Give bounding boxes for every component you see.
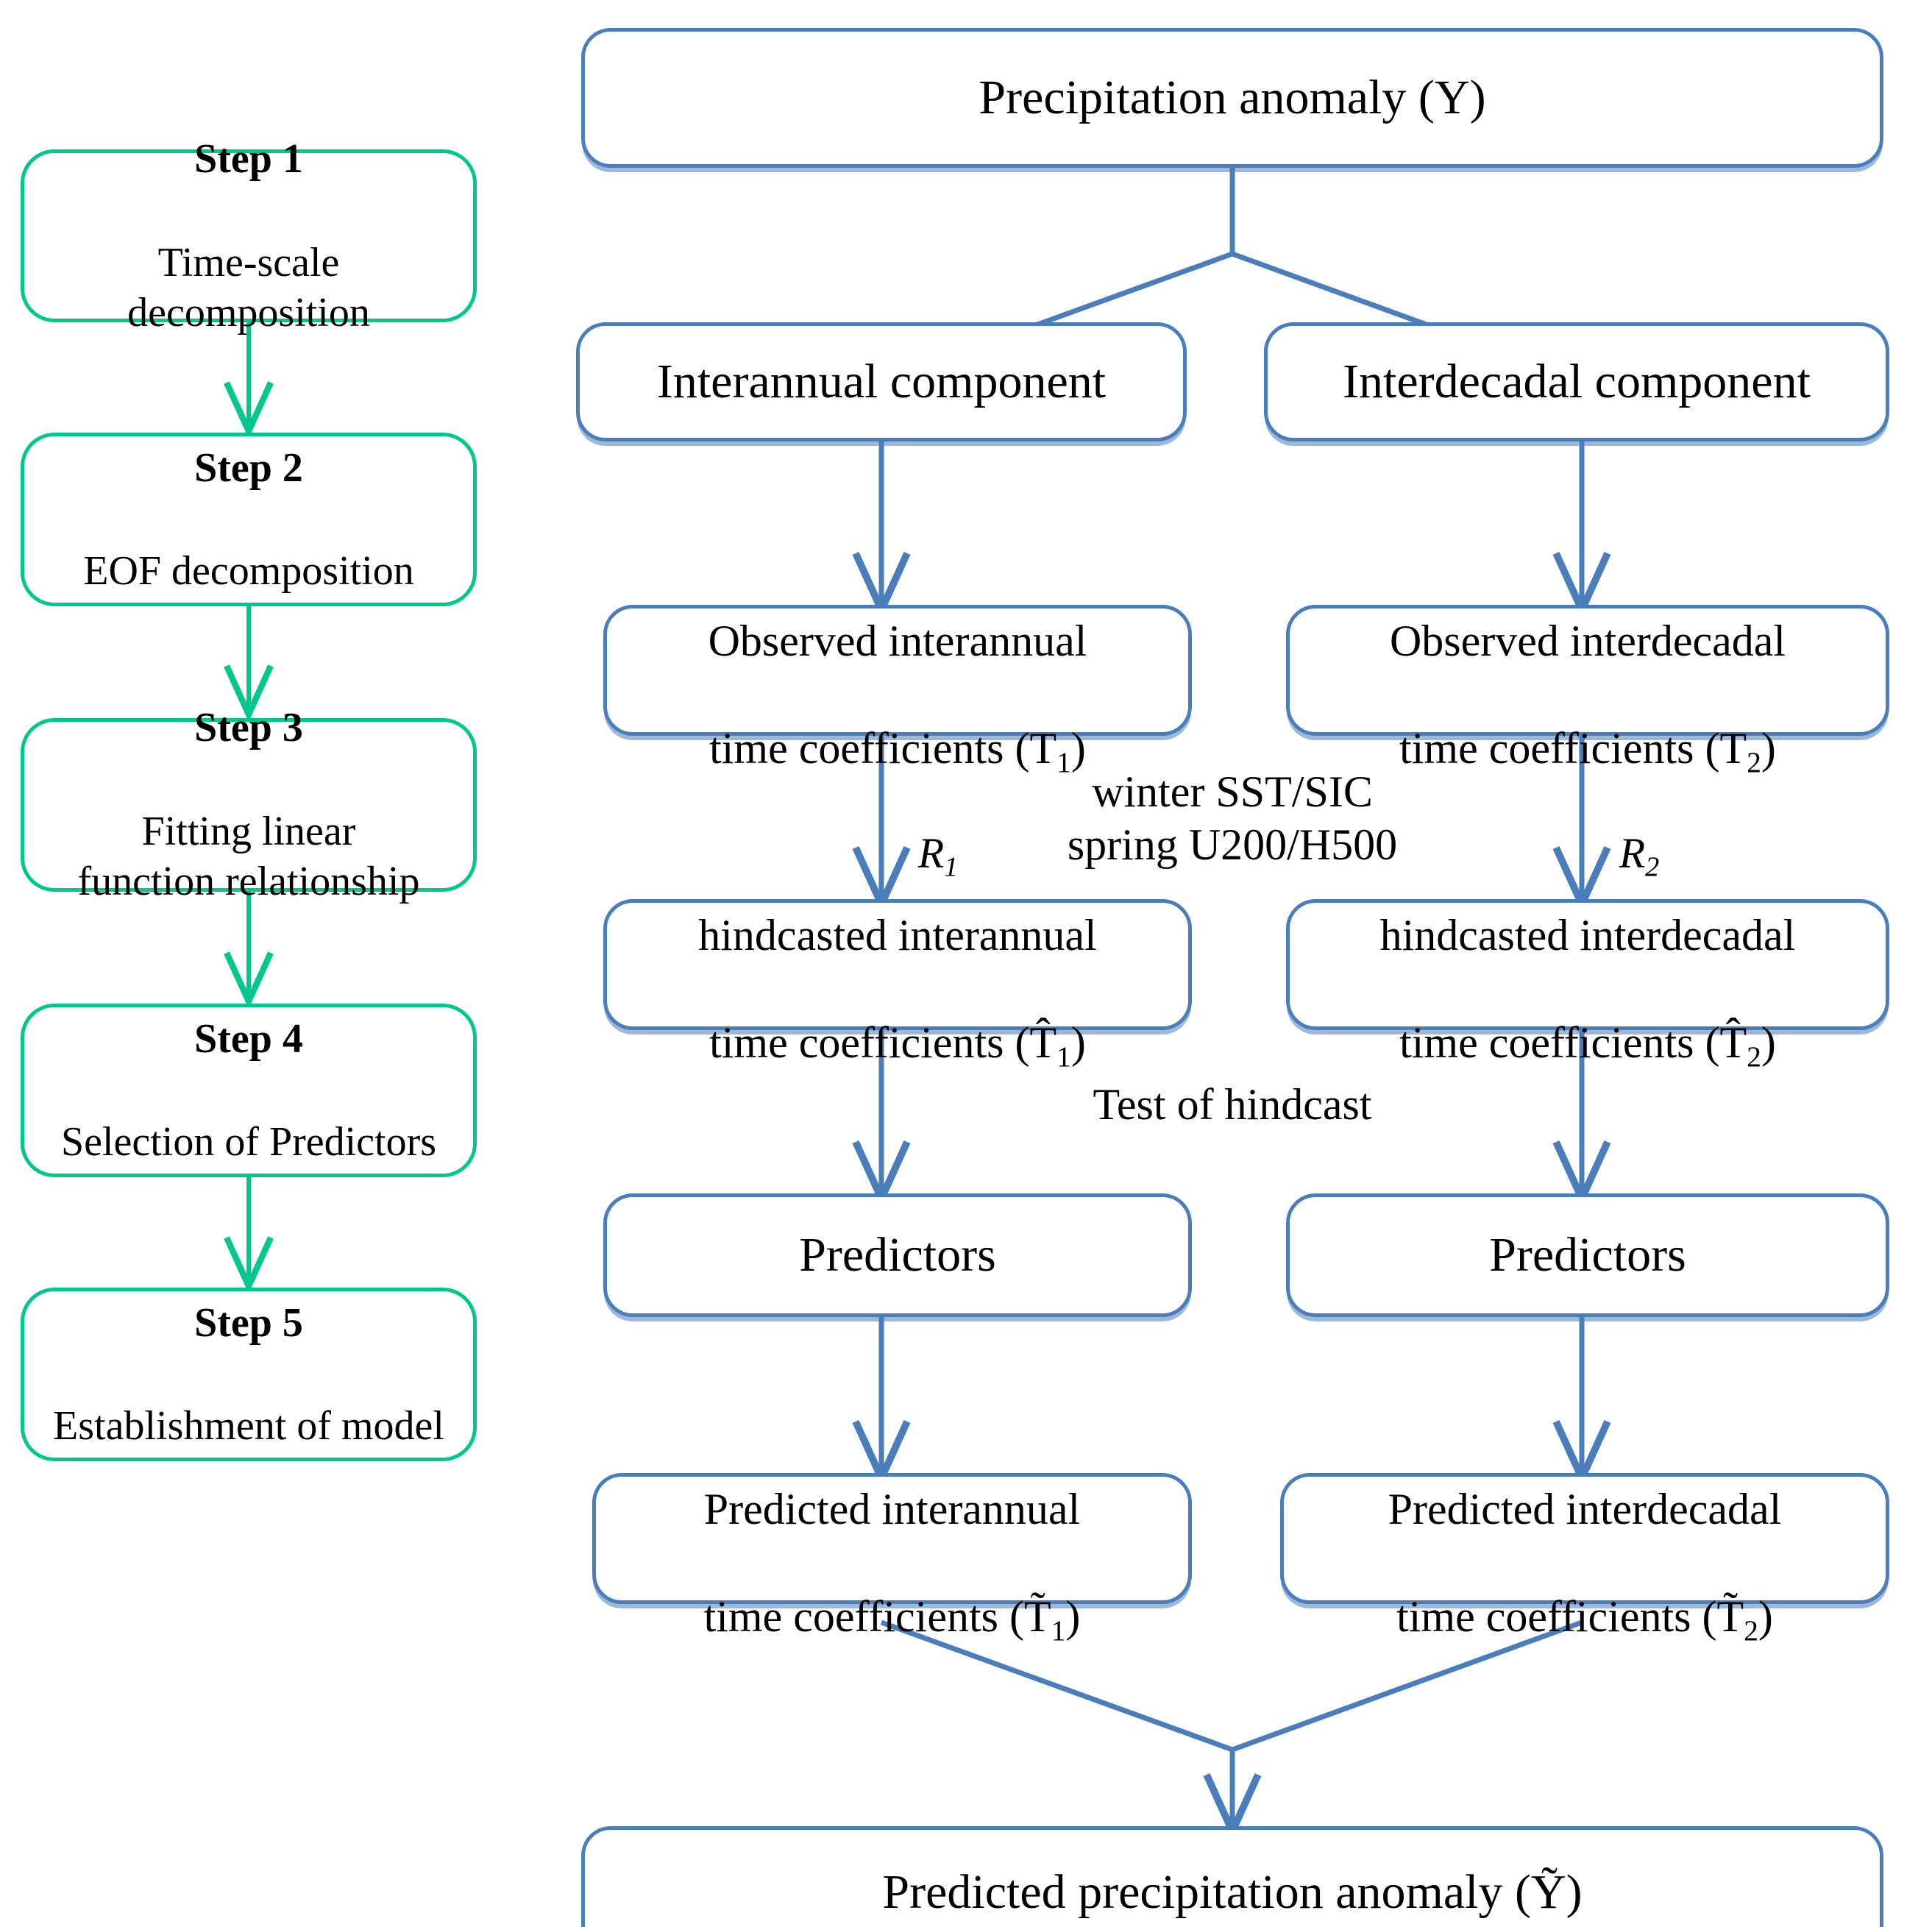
predicted-interannual-line1: Predicted interannual	[703, 1484, 1081, 1533]
interdecadal-component-label: Interdecadal component	[1343, 354, 1811, 408]
step-1-desc: Time-scale decomposition	[127, 239, 370, 336]
node-interannual-component[interactable]: Interannual component	[576, 322, 1187, 441]
annotation-r1: R1	[917, 828, 959, 883]
step-3-title: Step 3	[194, 705, 303, 751]
node-observed-interannual[interactable]: Observed interannual time coefficients (…	[603, 605, 1192, 778]
step-5-title: Step 5	[194, 1299, 303, 1346]
predicted-interdecadal-line2: time coefficients (T̃2)	[1396, 1592, 1773, 1647]
node-predicted-interdecadal[interactable]: Predicted interdecadal time coefficients…	[1280, 1473, 1889, 1647]
annotation-predictor-sources: winter SST/SIC spring U200/H500	[1067, 767, 1398, 869]
step-2-title: Step 2	[194, 444, 303, 491]
interannual-component-label: Interannual component	[656, 354, 1107, 408]
step-5-desc: Establishment of model	[53, 1403, 444, 1449]
observed-interannual-line2: time coefficients (T1)	[709, 724, 1086, 779]
annotation-test-of-hindcast: Test of hindcast	[1093, 1080, 1372, 1129]
step-5-text: Step 5 Establishment of model	[24, 1247, 473, 1502]
step-4-text: Step 4 Selection of Predictors	[24, 963, 473, 1218]
observed-interdecadal-line1: Observed interdecadal	[1389, 616, 1786, 665]
step-1-text: Step 1 Time-scale decomposition	[24, 84, 473, 388]
node-predictors-interdecadal[interactable]: Predictors	[1286, 1193, 1889, 1317]
step-3-text: Step 3 Fitting linear function relations…	[24, 653, 473, 957]
node-predictors-interannual[interactable]: Predictors	[603, 1193, 1192, 1317]
step-1-title: Step 1	[194, 135, 303, 182]
observed-interdecadal-line2: time coefficients (T2)	[1399, 724, 1776, 779]
hindcasted-interdecadal-line1: hindcasted interdecadal	[1379, 910, 1796, 959]
node-hindcasted-interdecadal[interactable]: hindcasted interdecadal time coefficient…	[1286, 899, 1889, 1073]
predicted-interdecadal-line1: Predicted interdecadal	[1388, 1484, 1782, 1533]
node-precipitation-anomaly[interactable]: Precipitation anomaly (Y)	[581, 28, 1883, 168]
predicted-interannual-line2: time coefficients (T̃1)	[703, 1592, 1081, 1647]
hindcasted-interannual-line1: hindcasted interannual	[698, 910, 1097, 959]
step-3-desc: Fitting linear function relationship	[77, 809, 420, 905]
step-node-3[interactable]: Step 3 Fitting linear function relations…	[21, 705, 477, 904]
predicted-precipitation-anomaly-label: Predicted precipitation anomaly (Ỹ)	[882, 1864, 1583, 1919]
step-node-5[interactable]: Step 5 Establishment of model	[21, 1288, 477, 1461]
predictors-interannual-label: Predictors	[799, 1227, 996, 1282]
node-predicted-precipitation-anomaly[interactable]: Predicted precipitation anomaly (Ỹ)	[581, 1826, 1883, 1927]
observed-interannual-line1: Observed interannual	[708, 616, 1087, 665]
step-2-text: Step 2 EOF decomposition	[24, 392, 473, 647]
node-observed-interdecadal[interactable]: Observed interdecadal time coefficients …	[1286, 605, 1889, 778]
annotation-r2: R2	[1619, 828, 1660, 883]
node-hindcasted-interannual[interactable]: hindcasted interannual time coefficients…	[603, 899, 1192, 1073]
step-2-desc: EOF decomposition	[83, 548, 414, 595]
hindcasted-interdecadal-line2: time coefficients (T̂2)	[1399, 1018, 1776, 1073]
predictors-interdecadal-label: Predictors	[1489, 1227, 1686, 1282]
node-interdecadal-component[interactable]: Interdecadal component	[1264, 322, 1889, 441]
precipitation-anomaly-label: Precipitation anomaly (Y)	[979, 70, 1486, 124]
step-node-1[interactable]: Step 1 Time-scale decomposition	[21, 136, 477, 336]
step-4-desc: Selection of Predictors	[60, 1119, 437, 1165]
node-predicted-interannual[interactable]: Predicted interannual time coefficients …	[592, 1473, 1192, 1647]
merge-connector	[880, 1619, 1583, 1840]
step-4-title: Step 4	[194, 1015, 303, 1062]
step-node-2[interactable]: Step 2 EOF decomposition	[21, 433, 477, 606]
step-node-4[interactable]: Step 4 Selection of Predictors	[21, 1004, 477, 1177]
hindcasted-interannual-line2: time coefficients (T̂1)	[709, 1018, 1086, 1073]
